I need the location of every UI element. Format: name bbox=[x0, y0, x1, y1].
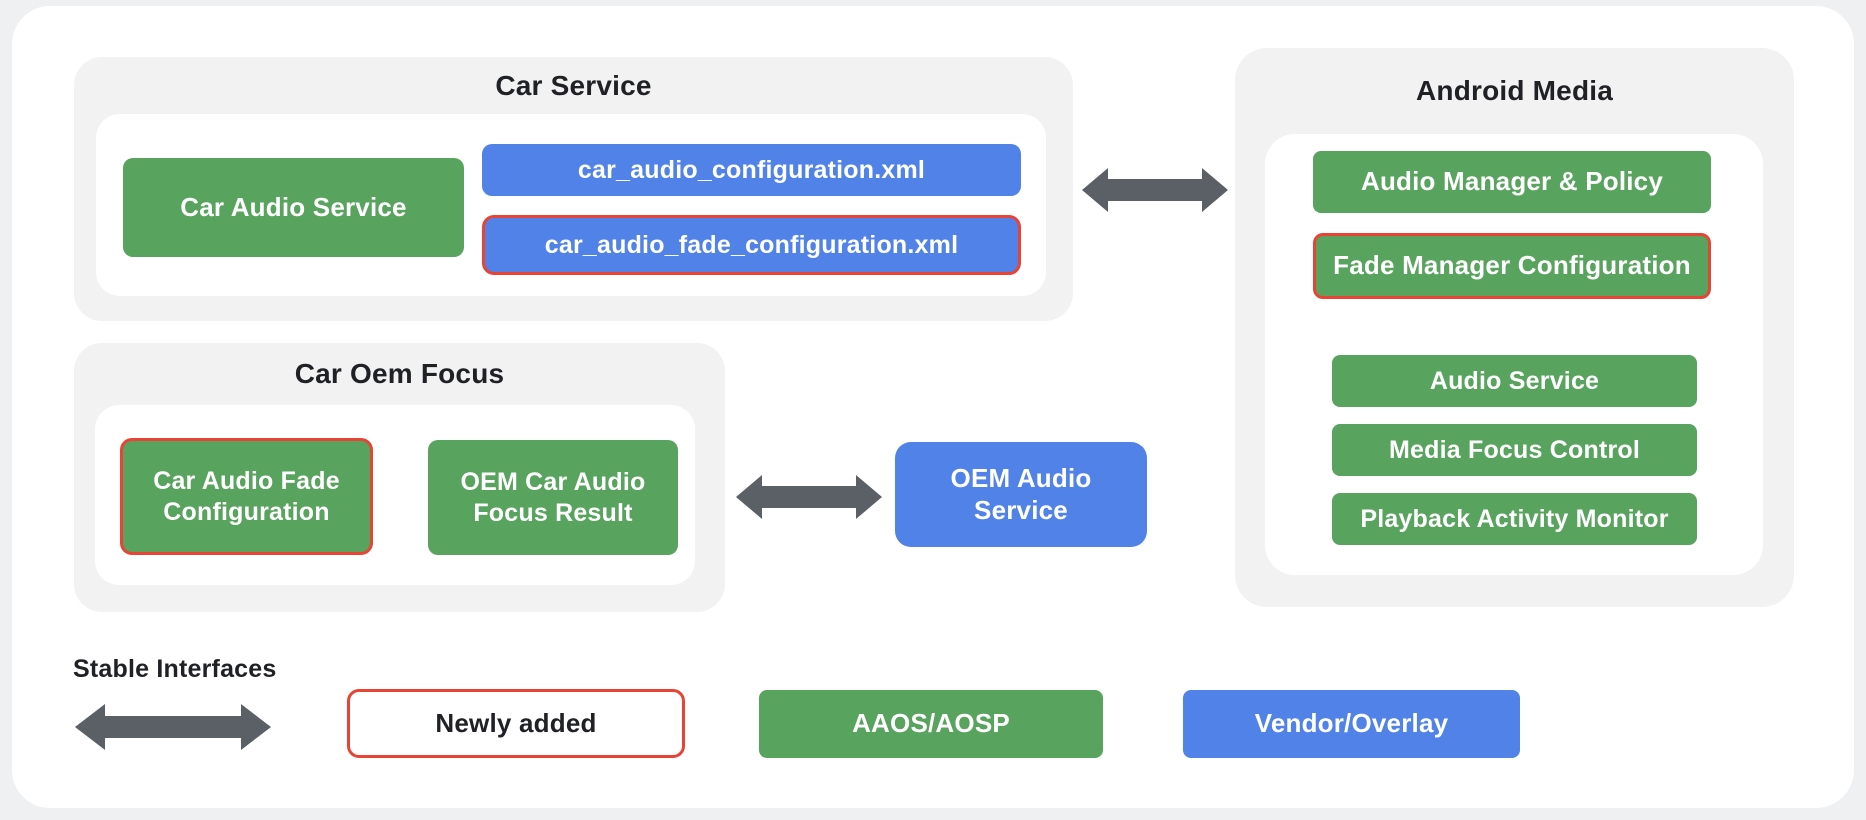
legend-vendor-overlay: Vendor/Overlay bbox=[1183, 690, 1520, 758]
box-fade-manager-configuration: Fade Manager Configuration bbox=[1313, 233, 1711, 299]
legend-newly-added: Newly added bbox=[347, 689, 685, 758]
box-audio-service: Audio Service bbox=[1332, 355, 1697, 407]
legend-aaos-aosp: AAOS/AOSP bbox=[759, 690, 1103, 758]
panel-android-media-inner: Audio Manager & Policy Fade Manager Conf… bbox=[1265, 134, 1763, 575]
panel-car-oem-focus-title: Car Oem Focus bbox=[294, 358, 505, 389]
panel-car-service-inner: Car Audio Service car_audio_configuratio… bbox=[96, 114, 1046, 296]
double-arrow-icon bbox=[1082, 168, 1228, 212]
panel-car-oem-focus-inner: Car Audio Fade Configuration OEM Car Aud… bbox=[95, 405, 695, 585]
panel-car-service: Car Service Car Audio Service car_audio_… bbox=[74, 57, 1073, 321]
box-car-audio-configuration-xml: car_audio_configuration.xml bbox=[482, 144, 1021, 196]
panel-android-media-title: Android Media bbox=[1415, 75, 1614, 106]
panel-car-oem-focus: Car Oem Focus Car Audio Fade Configurati… bbox=[74, 343, 725, 612]
box-audio-manager-policy: Audio Manager & Policy bbox=[1313, 151, 1711, 213]
box-oem-car-audio-focus-result: OEM Car Audio Focus Result bbox=[428, 440, 678, 555]
box-car-audio-service: Car Audio Service bbox=[123, 158, 464, 257]
double-arrow-icon bbox=[75, 704, 271, 750]
box-car-audio-fade-configuration-xml: car_audio_fade_configuration.xml bbox=[482, 215, 1021, 275]
box-media-focus-control: Media Focus Control bbox=[1332, 424, 1697, 476]
box-car-audio-fade-configuration: Car Audio Fade Configuration bbox=[120, 438, 373, 555]
panel-car-service-title: Car Service bbox=[495, 70, 652, 101]
box-playback-activity-monitor: Playback Activity Monitor bbox=[1332, 493, 1697, 545]
box-oem-audio-service: OEM Audio Service bbox=[895, 442, 1147, 547]
panel-android-media: Android Media Audio Manager & Policy Fad… bbox=[1235, 48, 1794, 607]
double-arrow-icon bbox=[736, 475, 882, 519]
legend-stable-interfaces-label: Stable Interfaces bbox=[73, 655, 277, 683]
